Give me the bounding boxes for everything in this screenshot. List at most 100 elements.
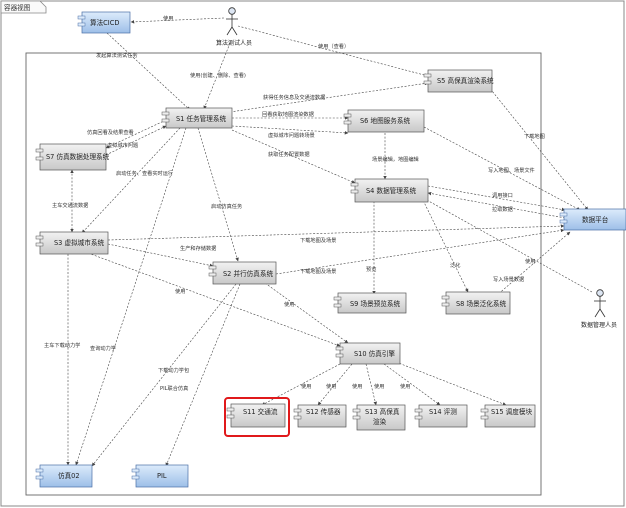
component-pil[interactable]: PIL xyxy=(131,464,189,488)
label-s3-s2: 生产和存储数据 xyxy=(180,244,216,252)
label-s4-s9: 预览 xyxy=(366,265,376,273)
label-s10-s13: 使用 xyxy=(352,382,362,390)
label-s2-pil: PIL联合仿真 xyxy=(160,384,188,392)
component-s8[interactable]: S8 场景泛化系统 xyxy=(441,291,511,315)
label-s3-dp: 下载地图及场景 xyxy=(300,236,336,244)
label-s1-s3: 启动任务、查看实时运行 xyxy=(116,169,173,177)
label-s1-s2: 启动仿真任务 xyxy=(211,202,242,210)
component-data-platform[interactable]: 数据平台 xyxy=(559,208,626,231)
component-s13-label-line2: 渲染 xyxy=(373,417,387,426)
label-cicd-s1: 发起算法测试任务 xyxy=(96,51,138,59)
label-tester-s1: 使用(创建、删除、查看) xyxy=(190,71,246,79)
edge-s1-s2 xyxy=(197,127,239,262)
component-s15[interactable]: S15 调度模块 xyxy=(480,404,536,428)
component-s14[interactable]: S14 评测 xyxy=(414,404,468,428)
component-s9-label: S9 场景预览系统 xyxy=(350,299,400,308)
label-s1-s4: 获取任务配置数据 xyxy=(268,150,310,158)
component-s4-label: S4 数据管理系统 xyxy=(366,186,416,195)
label-s3-s10: 使用 xyxy=(175,287,185,295)
label-s7-s3: 主车交通流数据 xyxy=(52,201,88,209)
actor-tester-label: 算法测试人员 xyxy=(216,39,252,47)
component-s11[interactable]: S11 交通流 xyxy=(226,403,286,428)
component-s10[interactable]: S10 仿真引擎 xyxy=(335,342,401,365)
edge-labels: 使用 发起算法测试任务 使用（查看） 使用(创建、删除、查看) 获得任务信息及交… xyxy=(44,14,545,392)
edge-s1-sim02 xyxy=(75,127,187,466)
label-s2-sim02: 下载动力学包 xyxy=(158,366,189,374)
label-s1-s7-replay: 仿真回看及结果查看 xyxy=(87,128,134,136)
edge-s8-dp xyxy=(495,231,571,297)
component-s12[interactable]: S12 传感器 xyxy=(293,404,347,428)
edge-s3-s10 xyxy=(87,252,341,347)
label-s4-dp-call: 调用接口 xyxy=(492,191,513,199)
edge-s1-s3 xyxy=(81,127,181,234)
label-s1-city-scene: 虚拟城市问题转场景 xyxy=(268,131,315,139)
label-s1-s6: 回看获取地图渲染数据 xyxy=(262,110,314,118)
components: 算法CICD S5 高保真渲染系统 S1 任务管理系统 S6 地图服务系统 xyxy=(35,11,626,488)
actor-data-admin[interactable] xyxy=(594,289,606,318)
edge-s10-s12 xyxy=(317,363,353,406)
edge-s3-dp xyxy=(107,224,565,241)
frame-title: 容器视图 xyxy=(4,3,31,12)
component-s2[interactable]: S2 并行仿真系统 xyxy=(208,261,277,285)
component-s14-label: S14 评测 xyxy=(429,408,457,416)
edge-s1-s4 xyxy=(231,129,356,184)
component-pil-label: PIL xyxy=(157,472,167,480)
highlight-box xyxy=(224,397,290,437)
component-data-platform-label: 数据平台 xyxy=(582,215,609,224)
edge-s10-s15 xyxy=(395,361,507,406)
label-s2-s10: 使用 xyxy=(284,300,294,308)
component-s1-label: S1 任务管理系统 xyxy=(176,114,226,123)
edge-s10-s14 xyxy=(383,363,441,406)
actor-data-admin-label: 数据管理人员 xyxy=(581,321,617,329)
label-admin-dp: 使用 xyxy=(525,257,535,265)
edge-s7-s1 xyxy=(105,125,167,156)
component-s6-label: S6 地图服务系统 xyxy=(360,116,410,125)
label-s10-s11: 使用 xyxy=(301,382,311,390)
component-s9[interactable]: S9 场景预览系统 xyxy=(333,292,407,314)
label-tester-cicd: 使用 xyxy=(163,14,173,22)
edge-tester-s1 xyxy=(203,42,231,110)
component-s10-label: S10 仿真引擎 xyxy=(354,349,395,358)
label-s2-dp: 下载地图及场景 xyxy=(300,267,336,275)
edge-s2-pil xyxy=(165,283,241,467)
edge-s1-s7-replay xyxy=(105,119,167,149)
label-s4-s8: 泛化 xyxy=(450,261,460,269)
label-s10-s12: 使用 xyxy=(326,382,336,390)
label-s8-dp: 写入场景数据 xyxy=(493,275,524,283)
label-s7-sim02: 主车下载动力学 xyxy=(44,341,80,349)
component-s3-label: S3 虚拟城市系统 xyxy=(54,238,104,247)
component-s7-label: S7 仿真数据处理系统 xyxy=(46,152,110,161)
component-s6[interactable]: S6 地图服务系统 xyxy=(343,109,425,133)
label-s5-dp: 下载地图 xyxy=(524,132,545,140)
component-s13[interactable]: S13 高保真 渲染 xyxy=(352,404,406,431)
component-s5-label: S5 高保真渲染系统 xyxy=(437,76,494,85)
component-sim02[interactable]: 仿真02 xyxy=(35,464,93,488)
component-s7[interactable]: S7 仿真数据处理系统 xyxy=(35,143,110,171)
label-tester-s5: 使用（查看） xyxy=(318,42,349,50)
label-s4-dp-pull: 拉取数据 xyxy=(492,205,513,213)
label-s1-sim02: 查询动力学 xyxy=(90,344,116,352)
component-s11-label: S11 交通流 xyxy=(243,407,278,416)
edge-s1-s5 xyxy=(229,81,429,113)
edge-s2-sim02 xyxy=(91,283,237,467)
component-cicd[interactable]: 算法CICD xyxy=(77,11,131,34)
label-s6-dp: 写入地图、场景文件 xyxy=(488,166,535,174)
edge-s2-dp xyxy=(275,228,565,275)
edges xyxy=(66,17,593,467)
label-s7-s1-city: 虚拟城市问题 xyxy=(107,141,138,149)
component-s15-label: S15 调度模块 xyxy=(491,407,532,416)
component-sim02-label: 仿真02 xyxy=(58,471,80,480)
system-boundary xyxy=(25,52,542,496)
edge-s2-s10 xyxy=(264,282,349,344)
component-s3[interactable]: S3 虚拟城市系统 xyxy=(35,231,109,255)
label-s10-s14: 使用 xyxy=(374,382,384,390)
label-s1-s5: 获得任务信息及交通流数据 xyxy=(263,93,325,101)
component-s4[interactable]: S4 数据管理系统 xyxy=(350,178,429,203)
label-s10-s15: 使用 xyxy=(400,382,410,390)
edge-s1-city-scene xyxy=(231,125,349,135)
component-s1[interactable]: S1 任务管理系统 xyxy=(161,107,233,129)
actor-tester[interactable] xyxy=(226,7,238,36)
edge-s5-dp xyxy=(487,85,589,211)
edge-admin-dp xyxy=(415,193,593,293)
component-s5[interactable]: S5 高保真渲染系统 xyxy=(423,69,494,93)
